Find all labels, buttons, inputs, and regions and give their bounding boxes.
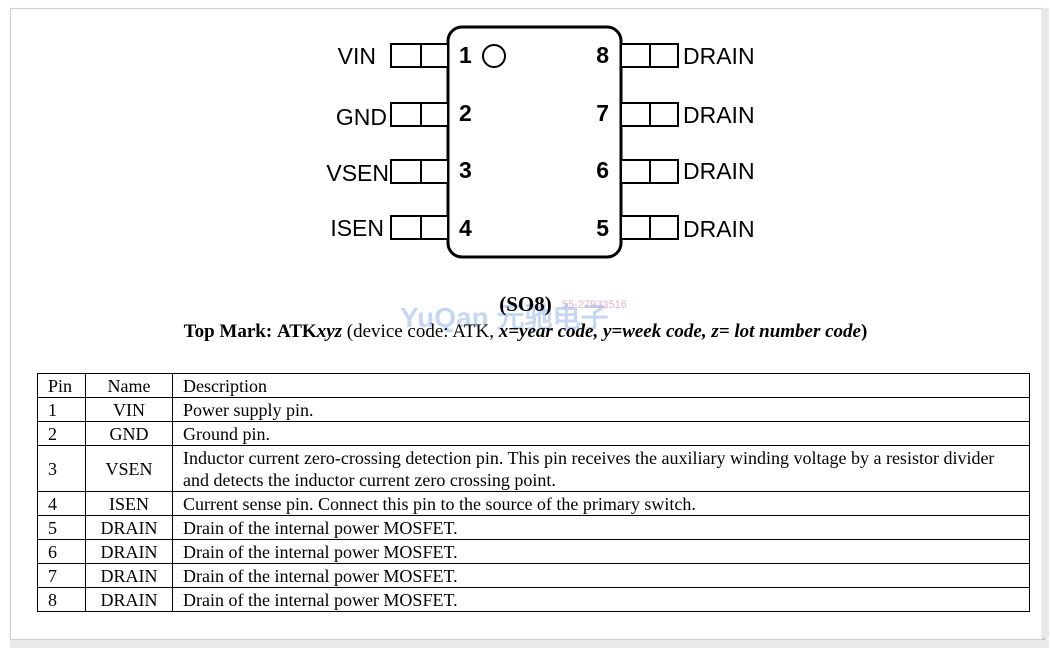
top-mark-code-legend: x=year code, y=week code, z= lot number … bbox=[498, 321, 861, 342]
top-mark-line: Top Mark: ATKxyz (device code: ATK, x=ye… bbox=[0, 321, 1051, 343]
cell-name: GND bbox=[85, 421, 173, 446]
cell-description: Current sense pin. Connect this pin to t… bbox=[172, 491, 1030, 516]
pin-label: DRAIN bbox=[683, 43, 755, 69]
cell-name: ISEN bbox=[85, 491, 173, 516]
left-pin-4: ISEN 4 bbox=[330, 215, 472, 241]
table-row: 1 VIN Power supply pin. bbox=[37, 397, 1030, 422]
pin-number: 6 bbox=[596, 157, 609, 183]
pin1-marker-icon bbox=[482, 44, 506, 68]
cell-name: DRAIN bbox=[85, 587, 173, 612]
pin-number: 1 bbox=[459, 42, 472, 68]
pin-label: GND bbox=[336, 104, 387, 130]
cell-description: Drain of the internal power MOSFET. bbox=[172, 587, 1030, 612]
cell-name: VIN bbox=[85, 397, 173, 422]
cell-name: VSEN bbox=[85, 445, 173, 492]
cell-description: Inductor current zero-crossing detection… bbox=[172, 445, 1030, 492]
top-mark-label: Top Mark: bbox=[183, 321, 273, 342]
cell-description: Power supply pin. bbox=[172, 397, 1030, 422]
pin-number: 3 bbox=[459, 157, 472, 183]
right-pin-8: DRAIN 8 bbox=[596, 42, 754, 69]
pin-label: DRAIN bbox=[683, 216, 755, 242]
right-pin-6: DRAIN 6 bbox=[596, 157, 755, 184]
table-row: 6 DRAIN Drain of the internal power MOSF… bbox=[37, 539, 1030, 564]
table-row: 8 DRAIN Drain of the internal power MOSF… bbox=[37, 587, 1030, 612]
pin-number: 2 bbox=[459, 100, 472, 126]
pin-description-table: Pin Name Description 1 VIN Power supply … bbox=[37, 373, 1030, 612]
pin-number: 8 bbox=[596, 42, 609, 68]
cell-description: Drain of the internal power MOSFET. bbox=[172, 515, 1030, 540]
cell-pin: 5 bbox=[37, 515, 86, 540]
cell-description: Drain of the internal power MOSFET. bbox=[172, 563, 1030, 588]
pin-number: 5 bbox=[596, 215, 609, 241]
right-pin-7: DRAIN 7 bbox=[596, 100, 754, 128]
cell-pin: 6 bbox=[37, 539, 86, 564]
top-mark-close: ) bbox=[861, 321, 868, 342]
pin-label: ISEN bbox=[330, 215, 384, 241]
pinout-diagram: VIN 1 GND 2 VSEN 3 ISEN 4 DRAIN 8 DRAIN … bbox=[326, 25, 755, 259]
table-row: 7 DRAIN Drain of the internal power MOSF… bbox=[37, 563, 1030, 588]
table-row: 5 DRAIN Drain of the internal power MOSF… bbox=[37, 515, 1030, 540]
cell-name: DRAIN bbox=[85, 515, 173, 540]
cell-pin: 4 bbox=[37, 491, 86, 516]
package-label: (SO8) bbox=[499, 292, 552, 316]
table-row: 3 VSEN Inductor current zero-crossing de… bbox=[37, 445, 1030, 492]
table-row: 4 ISEN Current sense pin. Connect this p… bbox=[37, 491, 1030, 516]
cell-description: Drain of the internal power MOSFET. bbox=[172, 539, 1030, 564]
cell-name: DRAIN bbox=[85, 539, 173, 564]
left-pin-1: VIN 1 bbox=[338, 42, 472, 69]
cell-description: Ground pin. bbox=[172, 421, 1030, 446]
top-mark-open: (device code: ATK, bbox=[346, 321, 494, 342]
frame-shadow-right bbox=[1041, 8, 1049, 638]
pin-number: 7 bbox=[596, 100, 609, 126]
cell-pin: 2 bbox=[37, 421, 86, 446]
right-pin-5: DRAIN 5 bbox=[596, 215, 755, 242]
header-name: Name bbox=[85, 373, 173, 398]
cell-pin: 8 bbox=[37, 587, 86, 612]
pin-label: DRAIN bbox=[683, 158, 755, 184]
pin-label: DRAIN bbox=[683, 102, 755, 128]
ic-body bbox=[446, 25, 623, 259]
pin-label: VSEN bbox=[326, 160, 389, 186]
left-pin-3: VSEN 3 bbox=[326, 157, 471, 186]
cell-name: DRAIN bbox=[85, 563, 173, 588]
left-pin-2: GND 2 bbox=[336, 100, 472, 130]
pin-number: 4 bbox=[459, 215, 472, 241]
top-mark-code: ATKxyz bbox=[276, 321, 343, 342]
table-header-row: Pin Name Description bbox=[37, 373, 1030, 398]
pin-label: VIN bbox=[338, 43, 376, 69]
cell-pin: 7 bbox=[37, 563, 86, 588]
header-pin: Pin bbox=[37, 373, 86, 398]
header-description: Description bbox=[172, 373, 1030, 398]
table-row: 2 GND Ground pin. bbox=[37, 421, 1030, 446]
cell-pin: 1 bbox=[37, 397, 86, 422]
cell-pin: 3 bbox=[37, 445, 86, 492]
frame-shadow-bottom bbox=[10, 640, 1049, 648]
